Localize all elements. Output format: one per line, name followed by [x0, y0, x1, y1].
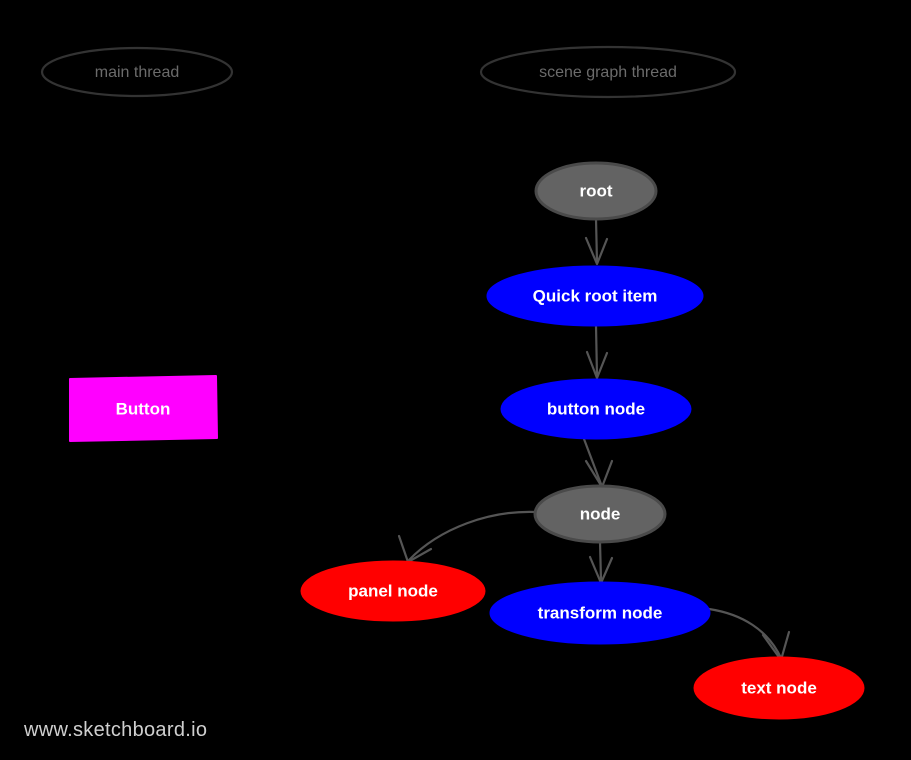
node-quick-root-item-shape	[486, 265, 704, 327]
node-button-node[interactable]: button node	[500, 378, 692, 440]
node-text-node-shape	[693, 656, 865, 720]
edge-node-to-transform-node-line	[598, 540, 603, 582]
edge-quick-root-item-to-button-node[interactable]	[585, 324, 609, 380]
node-quick-root-item[interactable]: Quick root item	[486, 265, 704, 327]
node-button-node-label: button node	[547, 399, 645, 418]
edge-node-to-panel-node[interactable]	[397, 510, 539, 564]
edge-button-node-to-node-line	[582, 437, 603, 486]
watermark-label: www.sketchboard.io	[23, 719, 207, 741]
edge-quick-root-item-to-button-node-line	[594, 324, 599, 378]
thread-main-thread-ellipse	[40, 46, 234, 98]
node-panel-node-label: panel node	[348, 581, 438, 600]
node-text-node-label: text node	[741, 678, 817, 697]
edge-button-node-to-node-arrowhead	[584, 459, 614, 489]
node-root-shape	[534, 161, 658, 221]
node-panel-node[interactable]: panel node	[300, 560, 486, 622]
thread-scene-graph-thread-ellipse	[479, 45, 737, 99]
edge-node-to-panel-node-arrowhead	[397, 534, 433, 564]
node-root[interactable]: root	[534, 161, 658, 221]
node-transform-node-shape	[489, 581, 711, 645]
edge-quick-root-item-to-button-node-arrowhead	[585, 350, 609, 380]
thread-boundaries: main thread scene graph thread	[40, 45, 737, 99]
node-root-label: root	[579, 181, 612, 200]
node-panel-node-shape	[300, 560, 486, 622]
edge-node-to-transform-node[interactable]	[588, 540, 614, 585]
thread-main-thread-label: main thread	[95, 64, 180, 81]
edge-button-node-to-node[interactable]	[582, 437, 614, 489]
edge-root-to-quick-root-item[interactable]	[584, 217, 609, 266]
node-button-label: Button	[116, 399, 171, 418]
nodes: root Quick root item button node node pa…	[69, 161, 865, 720]
node-transform-node[interactable]: transform node	[489, 581, 711, 645]
node-transform-node-label: transform node	[538, 603, 663, 622]
thread-main-thread[interactable]: main thread	[40, 46, 234, 98]
node-node[interactable]: node	[533, 484, 667, 544]
thread-scene-graph-thread-label: scene graph thread	[539, 64, 677, 81]
node-node-label: node	[580, 504, 621, 523]
node-button-shape	[69, 375, 218, 442]
edge-root-to-quick-root-item-line	[594, 217, 599, 264]
node-quick-root-item-label: Quick root item	[533, 286, 658, 305]
edge-transform-node-to-text-node[interactable]	[707, 607, 791, 662]
edge-node-to-panel-node-line	[407, 510, 539, 562]
node-node-shape	[533, 484, 667, 544]
thread-scene-graph-thread[interactable]: scene graph thread	[479, 45, 737, 99]
edge-transform-node-to-text-node-line	[707, 607, 783, 660]
node-button[interactable]: Button	[69, 375, 218, 442]
node-text-node[interactable]: text node	[693, 656, 865, 720]
node-button-node-shape	[500, 378, 692, 440]
edge-root-to-quick-root-item-arrowhead	[584, 236, 609, 266]
